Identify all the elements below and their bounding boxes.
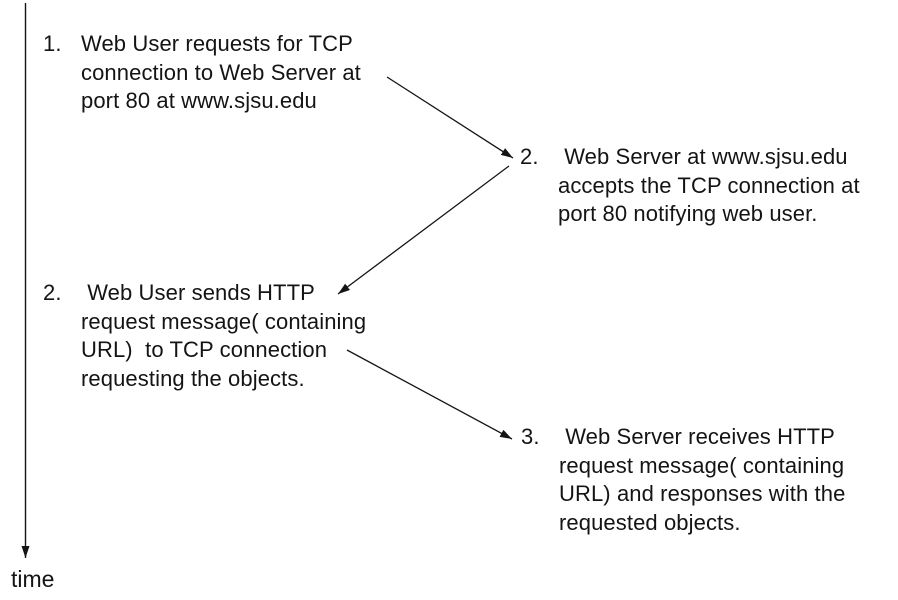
event-text: Web Server receives HTTP request message… bbox=[559, 424, 846, 535]
arrow-tcp-accept bbox=[337, 165, 510, 295]
event-text: Web User requests for TCP connection to … bbox=[81, 31, 361, 113]
event-text: Web Server at www.sjsu.edu accepts the T… bbox=[558, 144, 860, 226]
event-web-user-http-request: 2. Web User sends HTTP request message( … bbox=[43, 279, 366, 393]
event-number: 2. bbox=[43, 280, 62, 305]
event-number: 3. bbox=[521, 424, 540, 449]
event-number: 1. bbox=[43, 31, 62, 56]
event-web-server-responds: 3. Web Server receives HTTP request mess… bbox=[521, 423, 845, 537]
event-web-user-tcp-request: 1. Web User requests for TCP connection … bbox=[43, 30, 361, 116]
event-web-server-accepts: 2. Web Server at www.sjsu.edu accepts th… bbox=[520, 143, 860, 229]
event-number: 2. bbox=[520, 144, 539, 169]
event-text: Web User sends HTTP request message( con… bbox=[81, 280, 367, 391]
arrow-http-request bbox=[346, 349, 513, 440]
time-axis-label: time bbox=[11, 566, 55, 592]
arrow-tcp-request bbox=[386, 76, 514, 159]
